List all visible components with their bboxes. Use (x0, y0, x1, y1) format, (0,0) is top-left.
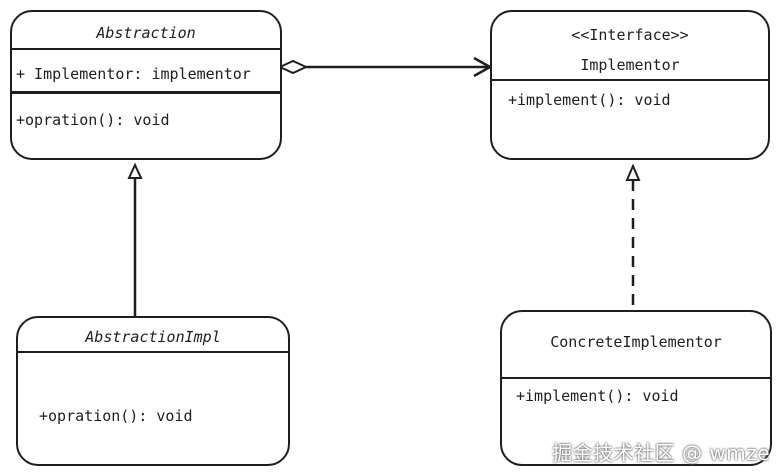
realization-connector (625, 163, 641, 310)
implementor-interface-box[interactable]: <<Interface>> Implementor +implement(): … (490, 10, 770, 160)
abstraction-class-box[interactable]: Abstraction + Implementor: implementor +… (10, 10, 282, 160)
inheritance-triangle-icon (127, 162, 143, 179)
class-name: ConcreteImplementor (550, 333, 722, 351)
abstraction-impl-class-box[interactable]: AbstractionImpl +opration(): void (16, 316, 290, 466)
class-name: Abstraction (96, 24, 196, 42)
class-method: +implement(): void (516, 387, 679, 405)
class-method: +implement(): void (508, 91, 671, 109)
class-method: +opration(): void (16, 111, 170, 129)
class-method: +opration(): void (39, 407, 193, 425)
class-name: Implementor (580, 56, 680, 74)
inheritance-connector (127, 162, 143, 316)
divider (18, 351, 288, 353)
class-name: AbstractionImpl (85, 328, 221, 346)
class-attribute: + Implementor: implementor (16, 65, 251, 83)
realization-triangle-icon (625, 163, 641, 181)
aggregation-connector (277, 56, 493, 78)
divider (12, 91, 280, 94)
watermark: 掘金技术社区 @ wmze (552, 441, 770, 465)
stereotype-label: <<Interface>> (571, 26, 689, 44)
aggregation-diamond-icon (277, 59, 309, 75)
divider (492, 79, 768, 81)
divider (502, 377, 770, 379)
concrete-implementor-class-box[interactable]: ConcreteImplementor +implement(): void (500, 310, 772, 466)
divider (12, 48, 280, 50)
